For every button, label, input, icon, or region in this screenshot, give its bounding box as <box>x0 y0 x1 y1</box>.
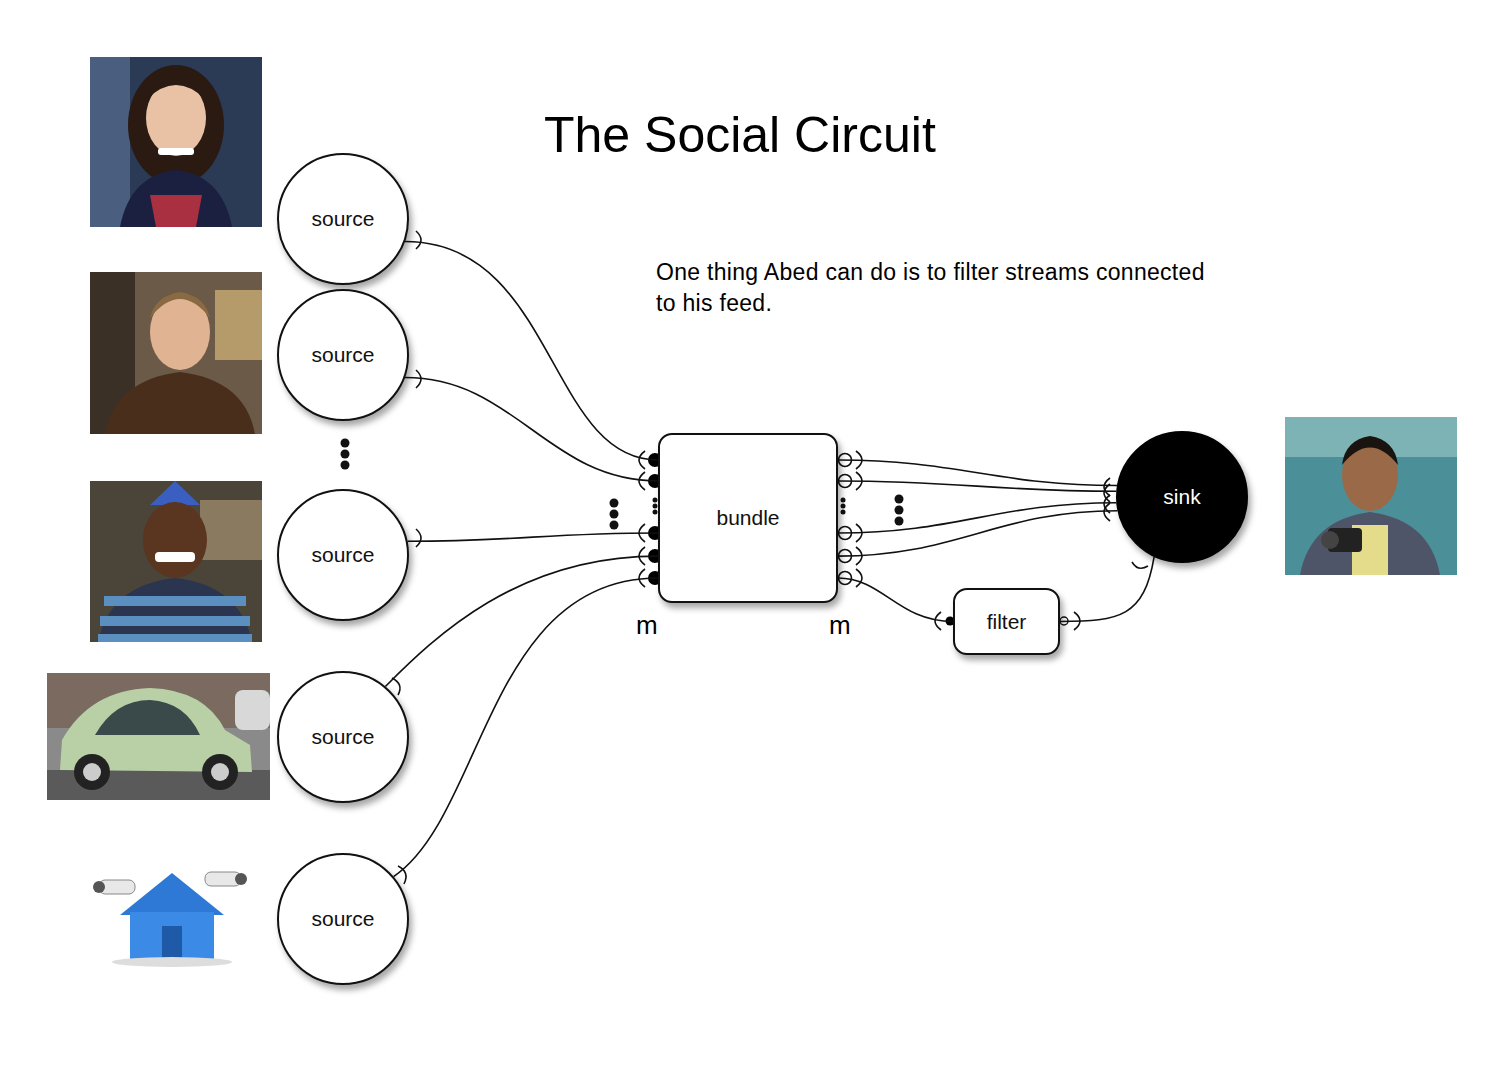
wire-path <box>838 481 1116 491</box>
source-circle: source <box>277 853 409 985</box>
bundle-box: bundle <box>658 433 838 603</box>
stream-wire <box>394 578 658 877</box>
portrait-photo <box>90 481 262 642</box>
wire-path <box>385 556 658 686</box>
house-icon <box>93 872 247 967</box>
filter-box: filter <box>953 588 1060 655</box>
wire-path <box>405 378 658 481</box>
stream-wire <box>838 578 953 621</box>
stream-wire <box>385 556 658 686</box>
multiplicity-label: m <box>829 608 851 643</box>
node-label: source <box>311 907 374 931</box>
stream-wire <box>408 533 658 541</box>
wire-path <box>1060 557 1154 622</box>
wire-path <box>838 511 1117 556</box>
stream-wire <box>1060 557 1154 622</box>
portrait-photo <box>90 57 262 227</box>
source-circle: source <box>277 671 409 803</box>
wire-path <box>408 533 658 541</box>
node-label: source <box>311 725 374 749</box>
note-text: One thing Abed can do is to filter strea… <box>656 257 1216 319</box>
wire-path <box>838 503 1116 533</box>
source-circle: source <box>277 153 409 285</box>
node-label: source <box>311 543 374 567</box>
port-symbols <box>392 231 1148 884</box>
node-label: filter <box>987 610 1027 634</box>
stream-wire <box>838 481 1116 491</box>
node-label: source <box>311 343 374 367</box>
portrait-photo <box>90 272 262 434</box>
node-label: source <box>311 207 374 231</box>
wire-path <box>394 578 658 877</box>
stream-wire <box>405 242 658 460</box>
source-circle: source <box>277 289 409 421</box>
stream-wire <box>838 511 1117 556</box>
portrait-photo <box>1285 417 1457 575</box>
multiplicity-label: m <box>636 608 658 643</box>
sink-circle: sink <box>1116 431 1248 563</box>
source-circle: source <box>277 489 409 621</box>
stream-wire <box>838 503 1116 533</box>
wire-path <box>405 242 658 460</box>
node-label: bundle <box>716 506 779 530</box>
node-label: sink <box>1163 485 1200 509</box>
stream-wire <box>405 378 658 481</box>
car-photo <box>47 673 270 800</box>
diagram-title: The Social Circuit <box>544 106 936 164</box>
wire-path <box>838 578 953 621</box>
